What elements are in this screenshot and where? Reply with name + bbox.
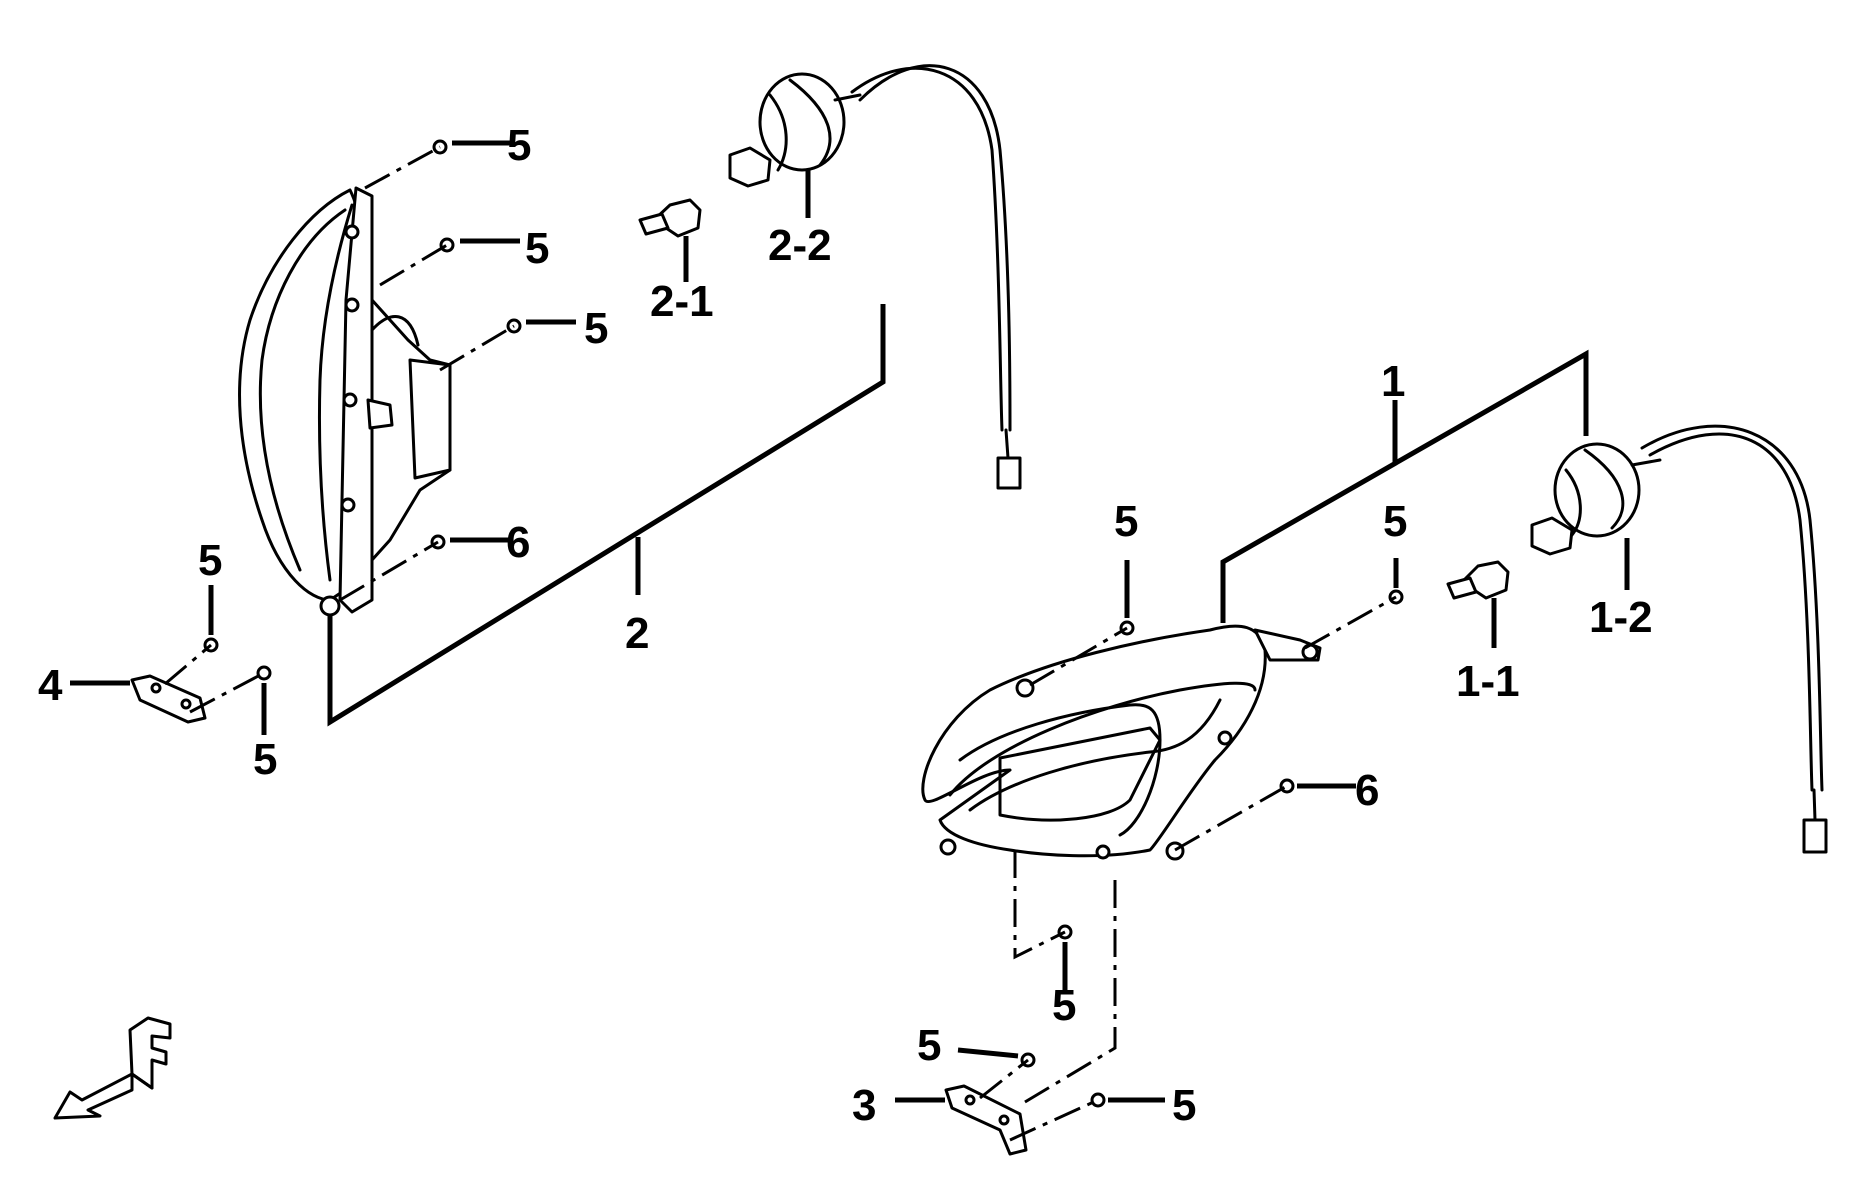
left-bracket xyxy=(130,674,207,724)
callout-3: 3 xyxy=(852,1081,876,1130)
callout-5: 5 xyxy=(1383,497,1407,546)
callout-1: 1 xyxy=(1381,357,1405,406)
left-bulb xyxy=(638,198,702,238)
left-bulb-socket-harness xyxy=(728,64,1022,490)
callout-5: 5 xyxy=(253,735,277,784)
callout-2-1: 2-1 xyxy=(650,277,714,326)
callout-4: 4 xyxy=(38,661,63,710)
left-dash-lines xyxy=(164,145,515,714)
callout-5: 5 xyxy=(917,1021,941,1070)
right-dash-lines xyxy=(979,595,1397,1142)
left-leader-lines xyxy=(70,140,886,735)
left-headlamp xyxy=(238,186,452,617)
right-bulb xyxy=(1446,560,1510,600)
callout-6: 6 xyxy=(1355,766,1379,815)
callout-5: 5 xyxy=(584,304,608,353)
callout-2-2: 2-2 xyxy=(768,221,832,270)
right-bulb-socket-harness xyxy=(1530,424,1828,854)
callout-5: 5 xyxy=(525,224,549,273)
callout-5: 5 xyxy=(198,536,222,585)
callout-5: 5 xyxy=(1172,1081,1196,1130)
right-leader-lines xyxy=(895,349,1630,1103)
callout-1-1: 1-1 xyxy=(1456,657,1520,706)
callout-5: 5 xyxy=(1052,981,1076,1030)
right-headlamp xyxy=(921,624,1322,861)
callout-6: 6 xyxy=(506,518,530,567)
callout-2: 2 xyxy=(625,609,649,658)
front-direction-arrow-icon xyxy=(53,1016,172,1120)
callout-1-2: 1-2 xyxy=(1589,593,1653,642)
callout-5: 5 xyxy=(1114,497,1138,546)
callout-5: 5 xyxy=(507,121,531,170)
right-bracket xyxy=(944,1084,1028,1156)
callout-labels: 5 5 5 6 5 5 4 2-1 2-2 2 1 5 5 1-1 1-2 6 … xyxy=(38,121,1653,1130)
